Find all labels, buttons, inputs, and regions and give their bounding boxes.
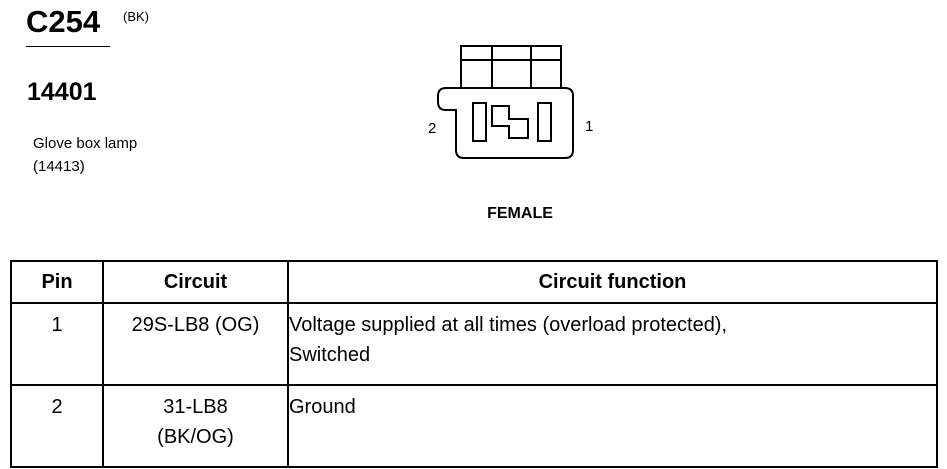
connector-color-code: (BK)	[123, 9, 149, 24]
connector-face-diagram	[437, 45, 574, 159]
connector-lock-tab	[460, 45, 562, 89]
table-header-row: Pin Circuit Circuit function	[10, 260, 938, 304]
table-row: 2 31-LB8 (BK/OG) Ground	[10, 384, 938, 468]
table-row: 1 29S-LB8 (OG) Voltage supplied at all t…	[10, 302, 938, 386]
function-line-1: Ground	[289, 396, 356, 418]
cavity-pin-2	[472, 102, 487, 142]
cell-circuit: 29S-LB8 (OG)	[102, 302, 289, 386]
header-circuit: Circuit	[102, 260, 289, 304]
pin-1-label: 1	[585, 118, 594, 135]
header-circuit-function: Circuit function	[287, 260, 938, 304]
cell-pin: 1	[10, 302, 104, 386]
cavity-pin-1	[537, 102, 552, 142]
connector-gender: FEMALE	[487, 205, 553, 222]
pin-2-label: 2	[428, 120, 437, 137]
function-line-2: Switched	[289, 344, 371, 366]
component-name: Glove box lamp	[33, 135, 138, 152]
circuit-line-1: 31-LB8	[163, 396, 228, 418]
cell-pin: 2	[10, 384, 104, 468]
component-number: (14413)	[33, 158, 85, 175]
connector-housing	[437, 87, 574, 159]
part-number: 14401	[27, 78, 97, 106]
connector-cavities	[472, 102, 552, 142]
function-line-1: Voltage supplied at all times (overload …	[289, 314, 728, 336]
circuit-line-2: (BK/OG)	[157, 426, 234, 448]
pinout-table: Pin Circuit Circuit function 1 29S-LB8 (…	[10, 260, 938, 468]
connector-id: C254	[26, 4, 101, 39]
cell-circuit-function: Ground	[287, 384, 938, 468]
header-pin: Pin	[10, 260, 104, 304]
cell-circuit-function: Voltage supplied at all times (overload …	[287, 302, 938, 386]
title-underline	[26, 46, 110, 47]
cavity-keyway	[491, 105, 529, 139]
cell-circuit: 31-LB8 (BK/OG)	[102, 384, 289, 468]
circuit-line-1: 29S-LB8 (OG)	[131, 314, 260, 336]
